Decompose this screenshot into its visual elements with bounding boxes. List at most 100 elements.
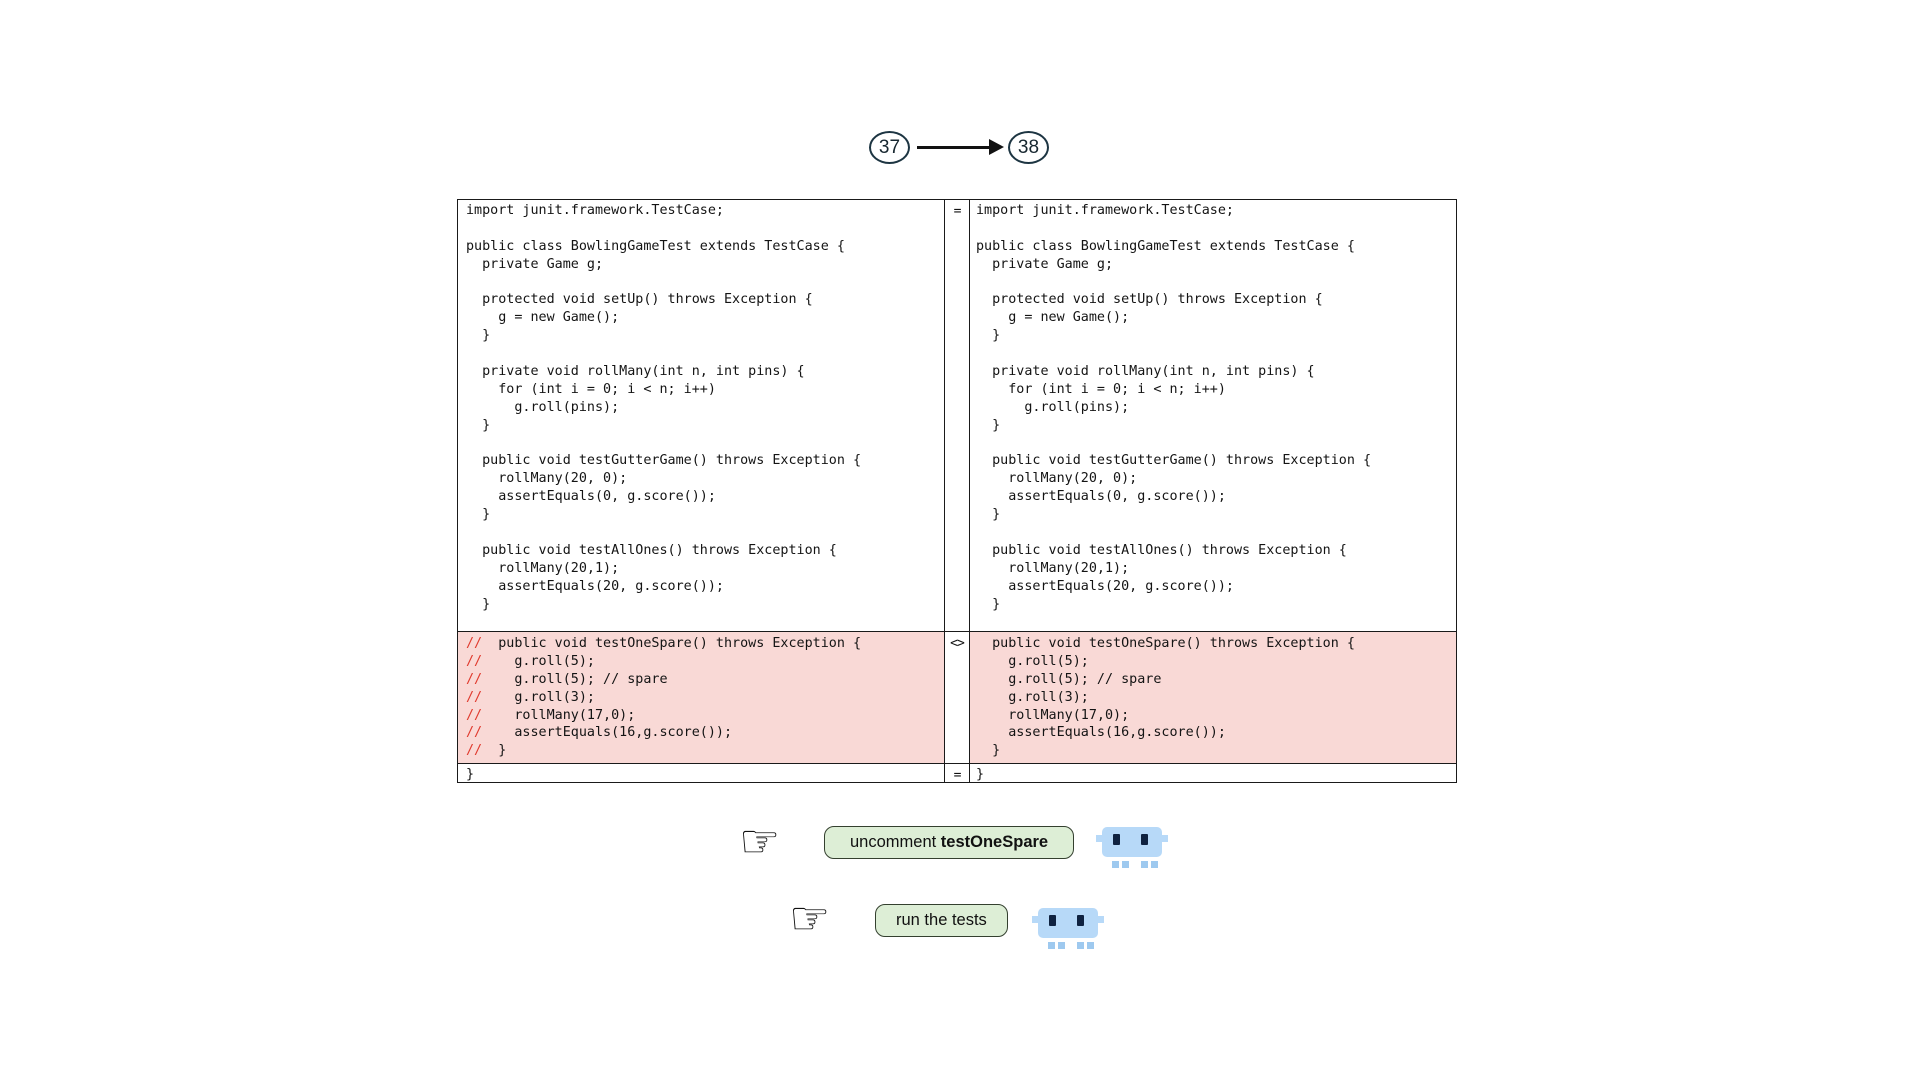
code-line: for (int i = 0; i < n; i++) — [976, 381, 1226, 397]
flow-arrow-head-icon — [989, 139, 1004, 156]
code-line: public class BowlingGameTest extends Tes… — [466, 238, 845, 254]
code-line: g = new Game(); — [466, 310, 620, 326]
robot-eye — [1049, 915, 1056, 926]
code-line — [466, 524, 940, 542]
robot-ear — [1032, 916, 1038, 923]
diff-table: import junit.framework.TestCase; public c… — [457, 199, 1457, 783]
code-line: // assertEquals(16,g.score()); — [466, 725, 733, 741]
code-line: // public void testOneSpare() throws Exc… — [466, 636, 862, 651]
code-line: rollMany(20,1); — [976, 560, 1130, 576]
gutter-marker: = — [953, 204, 962, 219]
robot-eye — [1077, 915, 1084, 926]
button-label: run the tests — [896, 911, 987, 929]
comment-prefix: // — [466, 689, 483, 705]
robot-foot — [1077, 942, 1084, 949]
code-line: // } — [466, 743, 507, 759]
code-line — [466, 435, 940, 453]
code-line: private void rollMany(int n, int pins) { — [976, 364, 1315, 380]
comment-prefix: // — [466, 725, 483, 741]
code-line: } — [466, 507, 491, 523]
code-line — [466, 613, 940, 631]
run-the-tests-button[interactable]: run the tests — [875, 904, 1008, 937]
code-line: } — [466, 328, 491, 344]
diff-left-same: import junit.framework.TestCase; public c… — [458, 200, 944, 631]
code-line — [976, 345, 1452, 363]
robot-icon — [1032, 908, 1104, 949]
code-line — [466, 220, 940, 238]
code-line — [976, 613, 1452, 631]
robot-foot — [1087, 942, 1094, 949]
button-label: uncomment — [850, 833, 941, 851]
robot-foot — [1122, 861, 1129, 868]
code-line: // g.roll(5); — [466, 653, 595, 669]
button-label-bold: testOneSpare — [940, 833, 1049, 851]
code-line: g.roll(pins); — [466, 399, 620, 415]
code-line: public void testGutterGame() throws Exce… — [466, 453, 862, 469]
code-line: } — [976, 596, 1001, 612]
code-line: assertEquals(16,g.score()); — [976, 725, 1226, 741]
code-line — [976, 274, 1452, 292]
code-line: assertEquals(20, g.score()); — [466, 578, 724, 594]
diff-gutter: = — [944, 763, 970, 782]
code-line: public void testAllOnes() throws Excepti… — [976, 542, 1347, 558]
code-line: // g.roll(5); // spare — [466, 671, 668, 687]
diff-gutter: = — [944, 200, 970, 631]
code-line: } — [976, 507, 1001, 523]
code-line: protected void setUp() throws Exception … — [466, 292, 813, 308]
pointing-hand-icon: ☞ — [739, 814, 781, 868]
code-line — [976, 220, 1452, 238]
code-line — [466, 345, 940, 363]
robot-foot — [1151, 861, 1158, 868]
code-line: import junit.framework.TestCase; — [466, 203, 724, 218]
code-line: g = new Game(); — [976, 310, 1130, 326]
code-line: } — [466, 596, 491, 612]
code-line: } — [976, 328, 1001, 344]
code-line: rollMany(20, 0); — [976, 471, 1138, 487]
diff-left-same: } — [458, 763, 944, 782]
robot-foot — [1112, 861, 1119, 868]
flow-arrow-line — [917, 146, 991, 150]
version-circle-to: 38 — [1008, 131, 1049, 164]
robot-ear — [1096, 835, 1102, 842]
diff-right-same: import junit.framework.TestCase;public c… — [970, 200, 1456, 631]
code-line: } — [976, 743, 1001, 759]
code-line: } — [466, 417, 491, 433]
code-line: public void testGutterGame() throws Exce… — [976, 453, 1372, 469]
code-line: for (int i = 0; i < n; i++) — [466, 381, 716, 397]
code-line: public void testAllOnes() throws Excepti… — [466, 542, 837, 558]
robot-foot — [1048, 942, 1055, 949]
diff-gutter: <> — [944, 631, 970, 763]
code-line: } — [976, 767, 985, 782]
code-line: assertEquals(0, g.score()); — [976, 489, 1226, 505]
gutter-marker: <> — [950, 636, 965, 651]
code-line: protected void setUp() throws Exception … — [976, 292, 1323, 308]
code-line: g.roll(pins); — [976, 399, 1130, 415]
code-line: import junit.framework.TestCase; — [976, 203, 1234, 218]
comment-prefix: // — [466, 743, 483, 759]
diff-right-same: } — [970, 763, 1456, 782]
comment-prefix: // — [466, 636, 483, 651]
comment-prefix: // — [466, 653, 483, 669]
code-line: } — [976, 417, 1001, 433]
robot-icon — [1096, 827, 1168, 868]
code-line: g.roll(5); // spare — [976, 671, 1162, 687]
robot-foot — [1058, 942, 1065, 949]
robot-eye — [1113, 834, 1120, 845]
robot-eye — [1141, 834, 1148, 845]
code-line: g.roll(3); — [976, 689, 1089, 705]
robot-ear — [1162, 835, 1168, 842]
comment-prefix: // — [466, 671, 483, 687]
robot-ear — [1098, 916, 1104, 923]
code-line: rollMany(17,0); — [976, 707, 1130, 723]
code-line — [976, 524, 1452, 542]
uncomment-testonespare-button[interactable]: uncomment testOneSpare — [824, 826, 1075, 859]
code-line: rollMany(20,1); — [466, 560, 620, 576]
code-line: public void testOneSpare() throws Except… — [976, 636, 1355, 651]
diff-left-changed: // public void testOneSpare() throws Exc… — [458, 631, 944, 763]
code-line: // rollMany(17,0); — [466, 707, 636, 723]
pointing-hand-icon: ☞ — [789, 891, 831, 945]
version-circle-from: 37 — [869, 131, 910, 164]
gutter-marker: = — [953, 768, 962, 782]
code-line: // g.roll(3); — [466, 689, 595, 705]
